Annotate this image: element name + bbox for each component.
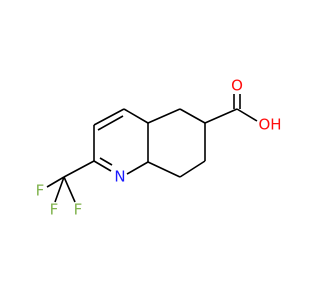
bond-c5-c6 xyxy=(179,108,206,124)
bond-c4-c3-double xyxy=(97,115,124,131)
fluorine-label-3: F xyxy=(50,201,59,219)
bond-layer xyxy=(46,94,258,203)
bond-c4a-c4 xyxy=(123,108,149,124)
fluorine-label-1: F xyxy=(36,182,45,200)
bond-c4a-c5 xyxy=(147,108,181,124)
atom-label-layer: N O OH F F F xyxy=(36,77,282,219)
bond-c4-c3 xyxy=(93,108,125,126)
bond-cf3-f1 xyxy=(46,176,65,188)
bond-n-c8a xyxy=(126,161,149,175)
bond-cf3-f2 xyxy=(63,176,76,203)
bond-c7-c8 xyxy=(179,160,206,178)
fluorine-label-2: F xyxy=(74,201,83,219)
bond-c2-n-double xyxy=(99,157,113,166)
carbonyl-oxygen-label: O xyxy=(231,77,243,95)
bond-c2-cf3 xyxy=(63,160,95,178)
hydroxyl-label: OH xyxy=(258,116,281,134)
bond-c-oh xyxy=(236,108,258,122)
bond-c2-n xyxy=(93,160,112,172)
nitrogen-label: N xyxy=(114,168,125,186)
bond-c6-cooh xyxy=(204,108,238,124)
molecule-structure: N O OH F F F xyxy=(36,77,282,219)
bond-c8-c8a xyxy=(147,161,181,178)
bond-cf3-f3 xyxy=(54,176,65,203)
